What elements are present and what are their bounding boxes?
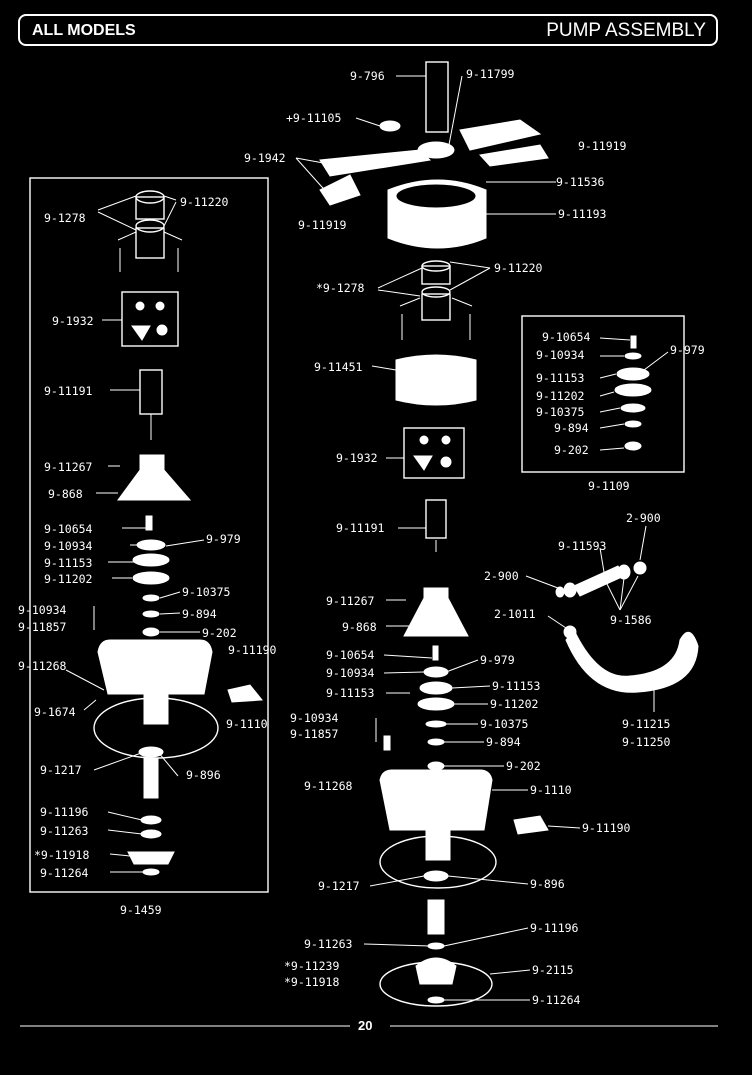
label: 9-11153 [492, 679, 541, 693]
label: 9-11264 [532, 993, 581, 1007]
label: 9-896 [530, 877, 565, 891]
header-title: PUMP ASSEMBLY [546, 20, 706, 41]
label: 9-979 [480, 653, 515, 667]
header-bar: ALL MODELS PUMP ASSEMBLY [18, 14, 718, 46]
label: 9-1278 [44, 211, 86, 225]
left-group-labels: 9-1278 9-11220 9-1932 9-11191 9-11267 9-… [18, 195, 277, 917]
header-models-label: ALL MODELS [32, 22, 136, 39]
label: 2-1011 [494, 607, 536, 621]
label: 9-11857 [18, 620, 67, 634]
label: 9-11250 [622, 735, 671, 749]
label: 9-11536 [556, 175, 605, 189]
label: *9-11918 [284, 975, 339, 989]
left-assembly-box [29, 177, 269, 893]
label: 9-1932 [52, 314, 94, 328]
label: 9-11190 [582, 821, 631, 835]
hose-drawing [555, 561, 699, 693]
label: 9-11919 [578, 139, 627, 153]
label: 9-11799 [466, 67, 515, 81]
label: 9-10934 [18, 603, 67, 617]
label: 9-11153 [44, 556, 93, 570]
label: 9-1674 [34, 705, 76, 719]
label: 9-10934 [536, 348, 585, 362]
label: 2-900 [484, 569, 519, 583]
label: 9-11191 [44, 384, 93, 398]
hose-labels: 2-900 9-11593 2-900 2-1011 9-1586 9-1121… [484, 511, 671, 749]
label: 9-11220 [180, 195, 229, 209]
leader-lines [65, 75, 669, 1001]
label: 9-11193 [558, 207, 607, 221]
label: 9-11190 [228, 643, 277, 657]
label: 9-11215 [622, 717, 670, 731]
label: 9-11263 [304, 937, 353, 951]
left-group-caption: 9-1459 [120, 903, 162, 917]
label: 9-10375 [480, 717, 528, 731]
label: 9-10654 [44, 522, 93, 536]
label: 9-2115 [532, 963, 574, 977]
label: 9-11196 [530, 921, 579, 935]
label: 9-1942 [244, 151, 286, 165]
right-kit-caption: 9-1109 [588, 479, 630, 493]
label: 9-11153 [536, 371, 585, 385]
label: 9-11919 [298, 218, 347, 232]
label: 9-1217 [318, 879, 360, 893]
label: 9-11264 [40, 866, 89, 880]
label: 9-1110 [226, 717, 268, 731]
label: 9-202 [202, 626, 237, 640]
label: 9-10654 [326, 648, 375, 662]
label: 2-900 [626, 511, 661, 525]
label: 9-1932 [336, 451, 378, 465]
label: 9-11202 [490, 697, 538, 711]
label: 9-10934 [290, 711, 339, 725]
label: 9-11593 [558, 539, 607, 553]
center-labels: 9-796 9-11799 +9-11105 9-1942 9-11919 9-… [244, 67, 631, 1007]
label: 9-11202 [536, 389, 584, 403]
label: 9-11267 [326, 594, 375, 608]
label: 9-894 [554, 421, 589, 435]
label: +9-11105 [286, 111, 341, 125]
label: 9-11451 [314, 360, 363, 374]
label: 9-11202 [44, 572, 92, 586]
label: 9-896 [186, 768, 221, 782]
label: *9-11239 [284, 959, 339, 973]
label: 9-1586 [610, 613, 652, 627]
label: 9-1110 [530, 783, 572, 797]
right-kit-drawing [614, 335, 652, 451]
right-kit-labels: 9-10654 9-10934 9-979 9-11153 9-11202 9-… [536, 330, 705, 493]
right-kit-box [521, 315, 685, 473]
label: 9-11267 [44, 460, 93, 474]
label: *9-1278 [316, 281, 365, 295]
label: *9-11918 [34, 848, 89, 862]
label: 9-868 [342, 620, 377, 634]
label: 9-202 [554, 443, 589, 457]
label: 9-10375 [536, 405, 584, 419]
label: 9-11857 [290, 727, 339, 741]
label: 9-11153 [326, 686, 375, 700]
label: 9-979 [206, 532, 241, 546]
label: 9-796 [350, 69, 385, 83]
label: 9-11220 [494, 261, 543, 275]
label: 9-11268 [18, 659, 67, 673]
label: 9-868 [48, 487, 83, 501]
label: 9-10375 [182, 585, 230, 599]
label: 9-1217 [40, 763, 82, 777]
label: 9-10654 [542, 330, 591, 344]
label: 9-11196 [40, 805, 89, 819]
label: 9-10934 [326, 666, 375, 680]
label: 9-10934 [44, 539, 93, 553]
center-parts-drawing [319, 61, 549, 1007]
label: 9-202 [506, 759, 541, 773]
left-parts-drawing [93, 190, 263, 876]
label: 9-11191 [336, 521, 385, 535]
label: 9-894 [486, 735, 521, 749]
label: 9-11263 [40, 824, 89, 838]
label: 9-979 [670, 343, 705, 357]
page-number: 20 [358, 1018, 373, 1033]
label: 9-11268 [304, 779, 353, 793]
label: 9-894 [182, 607, 217, 621]
